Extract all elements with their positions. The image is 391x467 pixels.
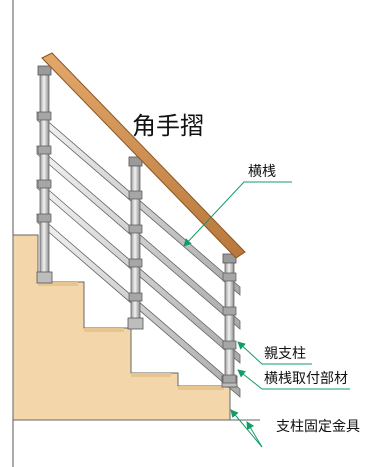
rail-fitting <box>37 111 52 121</box>
stair-tread <box>38 282 78 286</box>
title-label: 角手摺 <box>132 112 204 140</box>
rail-fitting <box>128 224 143 234</box>
rail-fitting <box>37 145 52 155</box>
horizontal-rail-leader <box>183 181 292 247</box>
rail-fitting <box>222 374 237 384</box>
post-base <box>127 317 144 330</box>
rail-fitting <box>222 306 237 316</box>
horizontal-rail-label: 横桟 <box>248 164 276 180</box>
stair-tread <box>131 373 171 377</box>
rail-fitting <box>128 190 143 200</box>
post-2 <box>130 164 141 328</box>
rail-fitting <box>37 179 52 189</box>
post-base <box>36 271 53 284</box>
rail-fitting <box>37 213 52 223</box>
rail-fitting <box>222 340 237 350</box>
rail-fitting-label: 横桟取付部材 <box>264 371 348 387</box>
post-base-leader-a <box>230 409 263 448</box>
post-base-leader-b <box>246 421 263 448</box>
rail-fitting <box>222 272 237 282</box>
stair-tread <box>84 328 124 332</box>
stair-tread <box>178 386 224 390</box>
rail-fitting-leader <box>237 369 350 390</box>
post-1 <box>39 73 50 283</box>
main-post-leader <box>237 341 312 365</box>
rail-fitting <box>128 292 143 302</box>
post-cap-1 <box>37 65 52 76</box>
main-post-label: 親支柱 <box>264 346 306 362</box>
post-base-label: 支柱固定金具 <box>276 419 360 435</box>
rail-fitting <box>128 258 143 268</box>
wooden-handrail <box>41 52 246 259</box>
rail-fittings <box>37 111 237 384</box>
